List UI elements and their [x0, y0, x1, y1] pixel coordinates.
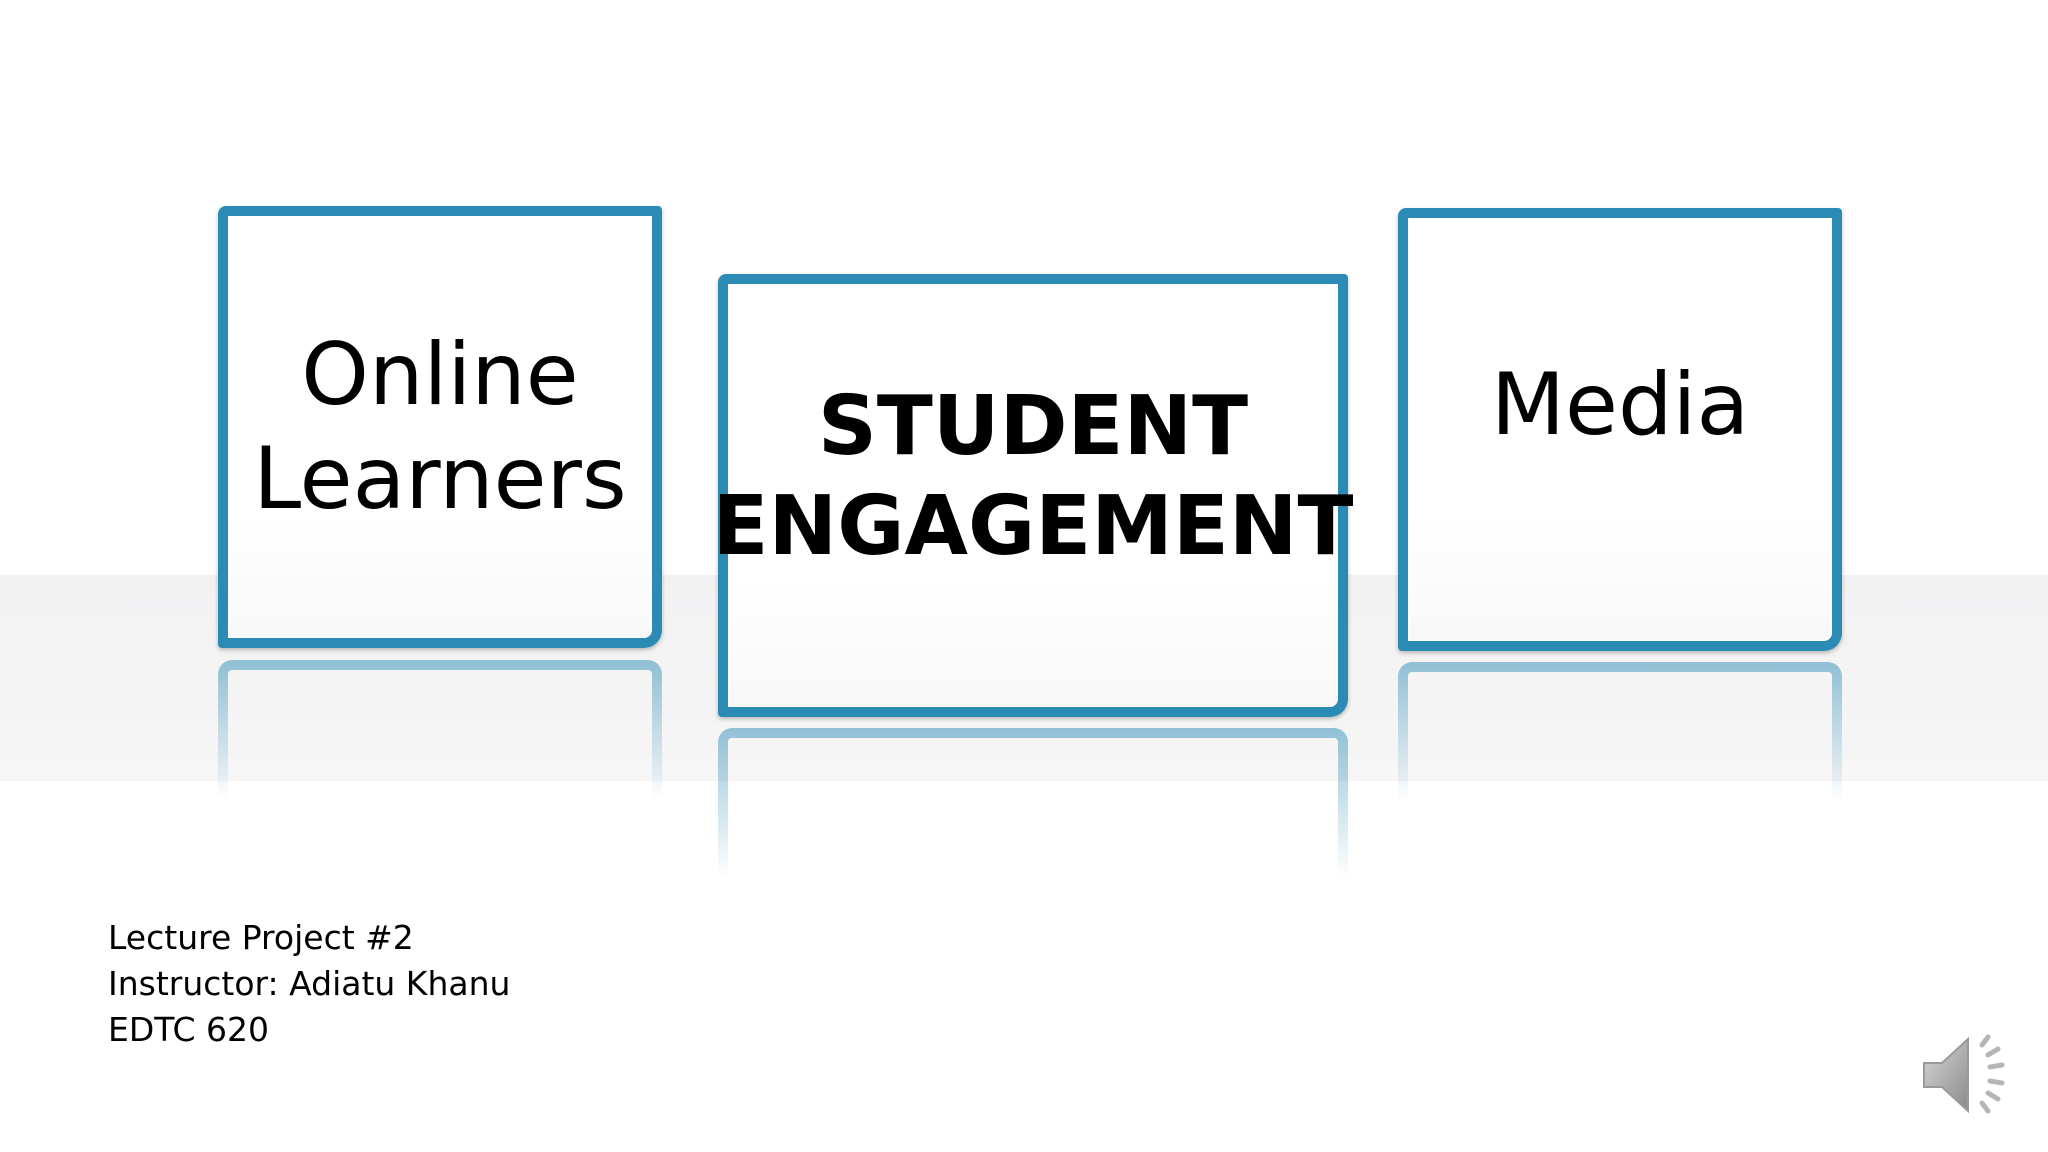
card-online-learners-label: Online Learners [253, 325, 627, 529]
card-reflection-center [718, 728, 1348, 878]
card-media-label: Media [1490, 354, 1750, 455]
project-info: Lecture Project #2 Instructor: Adiatu Kh… [108, 915, 510, 1053]
speaker-icon[interactable] [1918, 1025, 2018, 1125]
card-student-engagement: STUDENT ENGAGEMENT [713, 274, 1353, 717]
project-title: Lecture Project #2 [108, 918, 414, 957]
card-reflection-left [218, 660, 662, 800]
course-code: EDTC 620 [108, 1010, 270, 1049]
card-student-engagement-label: STUDENT ENGAGEMENT [712, 378, 1354, 574]
card-online-learners: Online Learners [218, 206, 662, 648]
card-media: Media [1398, 208, 1842, 651]
card-reflection-right [1398, 662, 1842, 802]
instructor-line: Instructor: Adiatu Khanu [108, 964, 511, 1003]
